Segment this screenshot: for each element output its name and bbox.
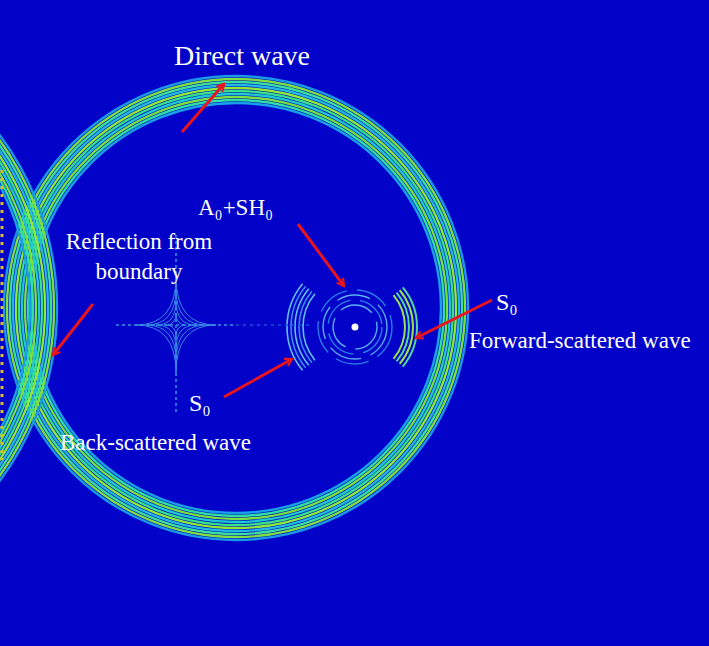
cross-line [236, 324, 311, 326]
reflection-ring [0, 46, 30, 570]
boundary-reflection [0, 19, 57, 597]
wave-label: Direct wave [174, 38, 374, 74]
cross-arc [136, 277, 216, 373]
a0-sh0-ring [328, 300, 382, 354]
a0-sh0-ring [333, 305, 377, 349]
wave-ring [25, 97, 447, 519]
wave-label: Back-scattered wave [60, 428, 340, 458]
reflection-ring [0, 28, 48, 588]
cross-arc [156, 301, 196, 349]
wave-ring [28, 100, 444, 516]
wave-ring [7, 79, 465, 537]
reflection-ring [0, 40, 36, 576]
cross-arc [146, 289, 206, 361]
leader-arrow [298, 224, 344, 286]
mode-label: A₀+SH₀ [198, 193, 328, 223]
wave-ring [31, 103, 441, 513]
reflection-ring [0, 31, 45, 585]
reflection-ring [0, 43, 33, 573]
reflection-ring [0, 22, 54, 594]
wave-label: Forward-scattered wave [469, 326, 705, 356]
wave-ring [13, 85, 459, 531]
boundary-hotspots [1, 170, 4, 460]
leader-arrows [53, 84, 492, 397]
leader-arrow [224, 359, 292, 397]
scatterer [352, 324, 359, 331]
leader-arrow [53, 304, 93, 355]
back-scattered-arc [287, 284, 303, 371]
wave-ring [16, 88, 456, 528]
wave-ring [10, 82, 462, 534]
leader-arrow [182, 84, 224, 132]
reflection-ring [0, 37, 39, 579]
mode-label: S₀ [189, 388, 239, 419]
wave-ring [19, 91, 453, 525]
a0-sh0-ring [323, 295, 387, 359]
forward-scattered-arc [403, 287, 417, 366]
wave-ring [4, 76, 468, 540]
reflection-ring [0, 34, 42, 582]
wave-ring [22, 94, 450, 522]
reflection-ring [0, 25, 51, 591]
scattered-waves [287, 284, 417, 371]
mode-label: S₀ [496, 287, 546, 318]
cross-arc [166, 313, 186, 337]
direct-wave-rings [4, 76, 468, 540]
reflection-ring [0, 19, 57, 597]
wave-label: Reflection from boundary [64, 227, 214, 287]
a0-sh0-ring [318, 290, 392, 364]
